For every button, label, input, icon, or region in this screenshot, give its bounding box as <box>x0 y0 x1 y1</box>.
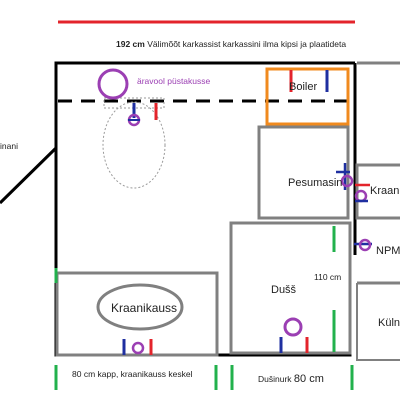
shower-box <box>229 221 352 355</box>
npm-label: NPM <box>376 245 400 257</box>
right-tap-label: Kraan <box>370 185 400 197</box>
shower-drain-icon <box>283 317 303 337</box>
washer-drain-icon <box>340 174 354 188</box>
corridor-diagonal-wall <box>0 146 58 205</box>
shower-corner-dimension-label: Dušinurk 80 cm <box>258 374 324 385</box>
outer-wall <box>54 61 355 357</box>
neighbour-room-kitchen <box>356 283 400 361</box>
top-dimension-value: 192 cm <box>116 39 145 49</box>
sink-basin <box>96 283 184 331</box>
top-dimension-label: 192 cm Välimõõt karkassist karkassini il… <box>116 40 346 49</box>
sink-cabinet-box <box>55 271 219 357</box>
sink-drain-icon <box>131 341 145 355</box>
washing-machine-label: Pesumasin <box>288 177 343 189</box>
shower-corner-value: 80 cm <box>293 373 324 385</box>
drain-stack-icon <box>97 68 129 100</box>
shower-label: Dušš <box>271 284 297 296</box>
shower-corner-prefix: Dušinurk <box>258 374 292 384</box>
left-wall-label: inani <box>0 141 18 151</box>
kitchen-label: Küln <box>378 317 400 329</box>
cabinet-dimension-label: 80 cm kapp, kraanikauss keskel <box>72 369 193 379</box>
toilet-bowl <box>102 101 166 189</box>
washing-machine-box <box>257 125 350 220</box>
boiler-label: Boiler <box>289 81 318 93</box>
drain-note-label: äravool püstakusse <box>137 76 211 86</box>
boiler-box <box>265 67 350 126</box>
npm-drain-icon <box>358 238 372 252</box>
shower-height-label: 110 cm <box>314 272 342 282</box>
top-dimension-note: Välimõõt karkassist karkassini ilma kips… <box>147 39 347 49</box>
sink-label: Kraanikauss <box>111 301 178 315</box>
